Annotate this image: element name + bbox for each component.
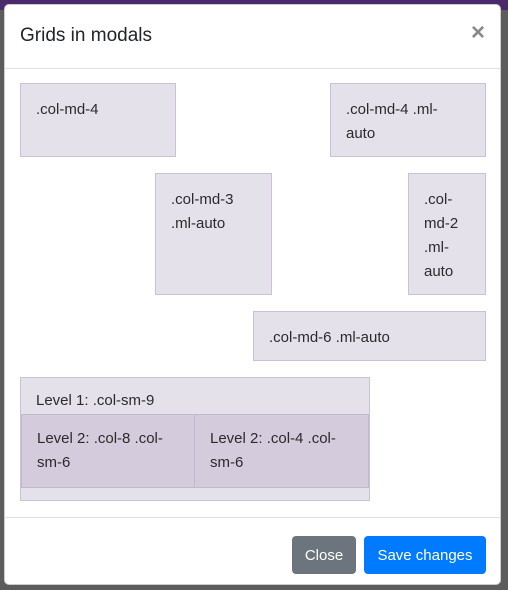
grid-cell-col-md-4-ml-auto: .col-md-4 .ml- auto — [330, 83, 486, 157]
modal-footer: Close Save changes — [5, 517, 500, 584]
nested-level-2-col-8: Level 2: .col-8 .col- sm-6 — [21, 414, 195, 488]
grid-cell-label: .col- md-2 .ml- auto — [424, 191, 459, 280]
grid-cell-label: .col-md-3 .ml-auto — [171, 191, 234, 232]
grid-cell-label: .col-md-4 .ml- auto — [346, 101, 438, 142]
grid-cell-label: .col-md-4 — [36, 101, 99, 118]
grid-cell-label: .col-md-6 .ml-auto — [269, 329, 390, 346]
modal-dialog: Grids in modals × .col-md-4 .col-md-4 .m… — [4, 4, 501, 585]
nested-level-1-label: Level 1: .col-sm-9 — [36, 392, 155, 409]
close-button[interactable]: Close — [292, 536, 356, 574]
grid-cell-col-md-3-ml-auto: .col-md-3 .ml-auto — [155, 173, 272, 295]
close-icon[interactable]: × — [470, 19, 485, 46]
grid-cell-col-md-6-ml-auto: .col-md-6 .ml-auto — [253, 311, 486, 361]
modal-header: Grids in modals × — [5, 5, 500, 69]
modal-title: Grids in modals — [20, 25, 152, 46]
grid-cell-col-md-4: .col-md-4 — [20, 83, 176, 157]
grid-cell-col-md-2-ml-auto: .col- md-2 .ml- auto — [408, 173, 486, 295]
nested-level-2-col-4: Level 2: .col-4 .col- sm-6 — [194, 414, 369, 488]
nested-grid-level-1: Level 1: .col-sm-9 Level 2: .col-8 .col-… — [20, 377, 370, 501]
save-changes-button[interactable]: Save changes — [364, 536, 486, 574]
